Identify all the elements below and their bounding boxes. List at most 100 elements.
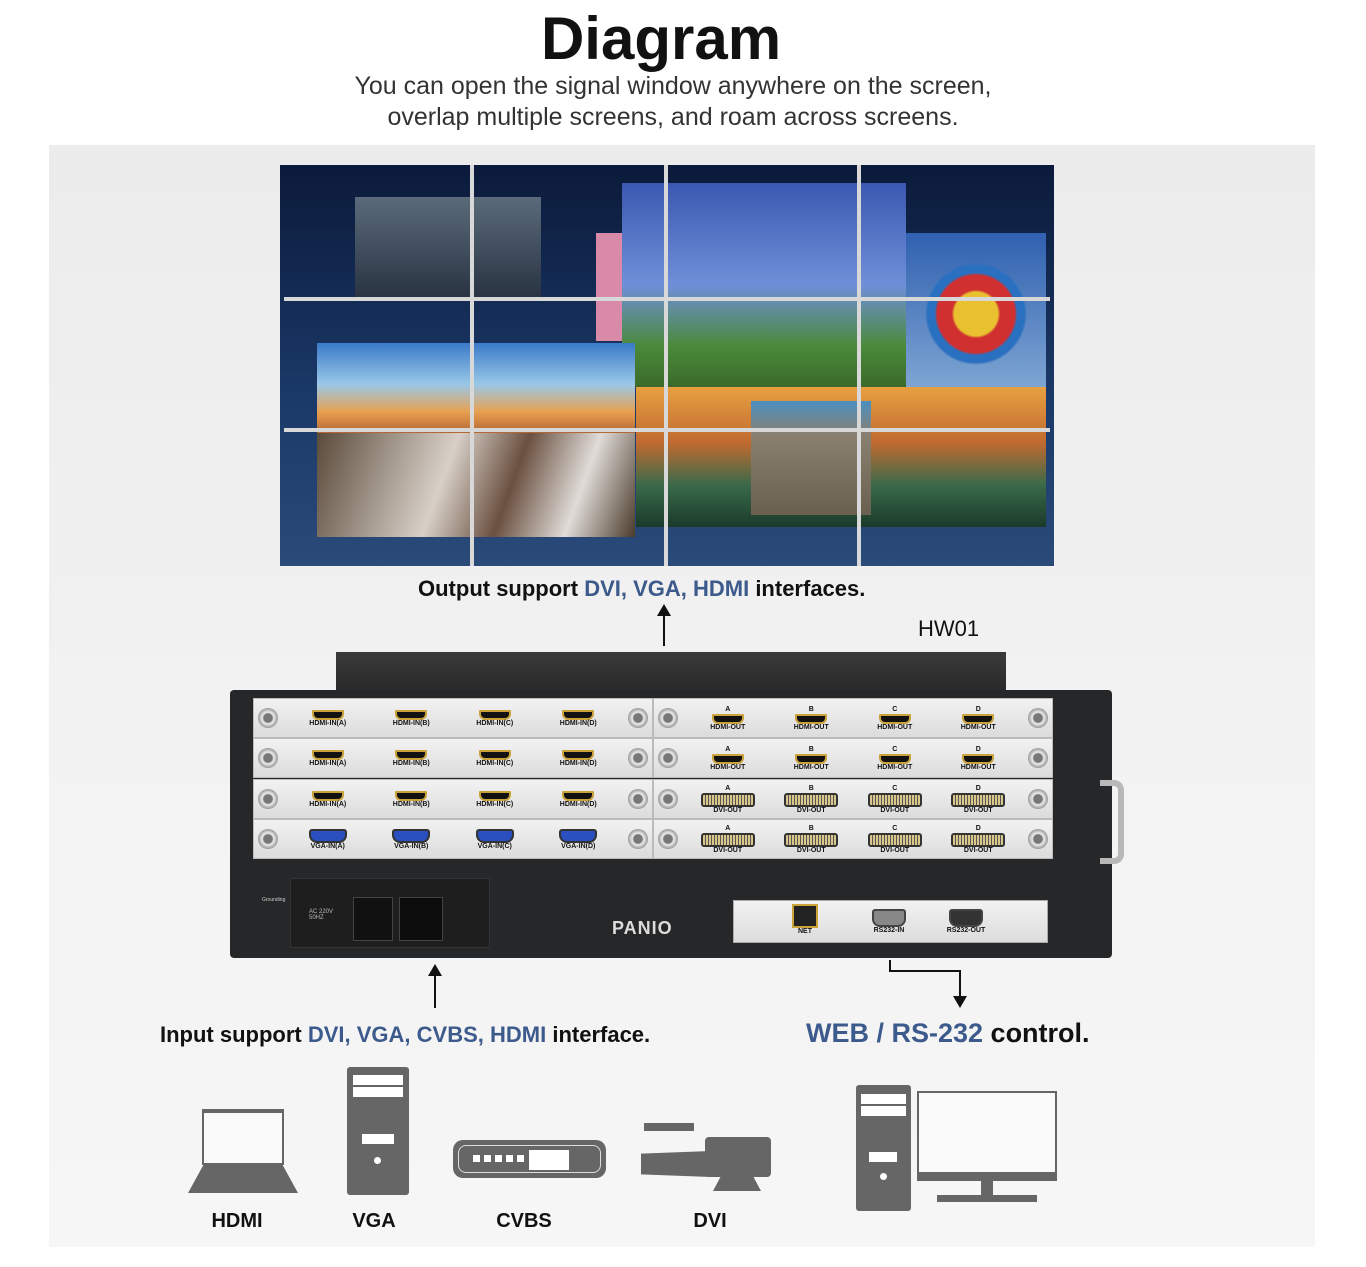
- port-letter: B: [808, 824, 814, 832]
- hdmi-port[interactable]: HDMI-IN(A): [288, 709, 368, 727]
- hdmi-connector-icon: [395, 790, 428, 801]
- thumb-screw-icon[interactable]: [658, 708, 678, 728]
- vga-port[interactable]: VGA-IN(D): [538, 828, 618, 850]
- thumb-screw-icon[interactable]: [628, 829, 648, 849]
- input-card-4: VGA-IN(A)VGA-IN(B)VGA-IN(C) VGA-IN(D): [253, 819, 653, 859]
- hdmi-port[interactable]: A HDMI-OUT: [688, 706, 768, 731]
- power-switch[interactable]: [353, 897, 393, 941]
- brand-logo: PANIO: [612, 918, 673, 938]
- thumb-screw-icon[interactable]: [258, 748, 278, 768]
- port-letter: B: [808, 784, 814, 792]
- port-letter: D: [975, 824, 981, 832]
- output-arrow: [657, 604, 671, 646]
- hdmi-port[interactable]: HDMI-IN(A): [288, 749, 368, 767]
- vga-port[interactable]: VGA-IN(A): [288, 828, 368, 850]
- thumb-screw-icon[interactable]: [1028, 708, 1048, 728]
- hdmi-port[interactable]: HDMI-IN(A): [288, 790, 368, 808]
- vga-port[interactable]: VGA-IN(C): [455, 828, 535, 850]
- thumb-screw-icon[interactable]: [1028, 789, 1048, 809]
- net-port[interactable]: NET: [790, 904, 820, 935]
- port-label: DVI-OUT: [963, 806, 993, 814]
- hdmi-connector-icon: [478, 709, 511, 720]
- monitor-icon: [917, 1091, 1057, 1203]
- hdmi-port[interactable]: HDMI-IN(C): [455, 790, 535, 808]
- thumb-screw-icon[interactable]: [658, 748, 678, 768]
- dvi-connector-icon: [784, 832, 839, 847]
- hdmi-connector-icon: [795, 713, 828, 724]
- thumb-screw-icon[interactable]: [658, 829, 678, 849]
- subtitle-line-1: You can open the signal window anywhere …: [354, 72, 992, 100]
- source-label-dvi: DVI: [693, 1210, 727, 1232]
- thumb-screw-icon[interactable]: [628, 789, 648, 809]
- thumb-screw-icon[interactable]: [1028, 829, 1048, 849]
- output-caption-suffix: interfaces.: [749, 576, 866, 601]
- hdmi-connector-icon: [311, 749, 344, 760]
- port-label: HDMI-OUT: [960, 723, 996, 731]
- port-letter: B: [808, 705, 814, 713]
- vga-port[interactable]: VGA-IN(B): [371, 828, 451, 850]
- thumb-screw-icon[interactable]: [628, 748, 648, 768]
- power-module: AC 220V 50HZ: [290, 878, 490, 948]
- hdmi-connector-icon: [795, 753, 828, 764]
- port-letter: A: [725, 705, 731, 713]
- hdmi-port[interactable]: HDMI-IN(D): [538, 709, 618, 727]
- control-card: NET RS232-IN RS232-OUT: [733, 900, 1048, 943]
- port-label: VGA-IN(D): [561, 842, 596, 850]
- thumb-screw-icon[interactable]: [258, 789, 278, 809]
- port-label: HDMI-OUT: [710, 723, 746, 731]
- hdmi-port[interactable]: HDMI-IN(B): [371, 749, 451, 767]
- thumb-screw-icon[interactable]: [1028, 748, 1048, 768]
- port-letter: D: [975, 745, 981, 753]
- hdmi-port[interactable]: HDMI-IN(B): [371, 790, 451, 808]
- rs232-out-label: RS232-OUT: [946, 927, 986, 934]
- control-caption: WEB / RS-232 control.: [806, 1018, 1090, 1049]
- power-label: AC 220V 50HZ: [309, 909, 334, 921]
- rs232-out-port[interactable]: RS232-OUT: [936, 909, 996, 934]
- hdmi-port[interactable]: HDMI-IN(B): [371, 709, 451, 727]
- rs232-in-port[interactable]: RS232-IN: [859, 909, 919, 934]
- port-letter: A: [725, 745, 731, 753]
- thumb-screw-icon[interactable]: [258, 708, 278, 728]
- port-label: DVI-OUT: [880, 846, 910, 854]
- hdmi-port[interactable]: HDMI-IN(C): [455, 749, 535, 767]
- rs232-in-label: RS232-IN: [873, 927, 905, 934]
- hdmi-port[interactable]: HDMI-IN(D): [538, 790, 618, 808]
- thumb-screw-icon[interactable]: [658, 789, 678, 809]
- port-label: DVI-OUT: [796, 806, 826, 814]
- port-label: HDMI-IN(B): [392, 719, 430, 727]
- chassis-handle[interactable]: [1100, 780, 1124, 864]
- thumb-screw-icon[interactable]: [258, 829, 278, 849]
- port-label: DVI-OUT: [880, 806, 910, 814]
- port-label: HDMI-IN(C): [476, 800, 514, 808]
- hdmi-port[interactable]: HDMI-IN(C): [455, 709, 535, 727]
- port-label: HDMI-OUT: [793, 763, 829, 771]
- dvi-port[interactable]: B DVI-OUT: [771, 785, 851, 814]
- input-arrow: [428, 964, 442, 1008]
- hdmi-port[interactable]: HDMI-IN(D): [538, 749, 618, 767]
- balloon-window: [906, 233, 1046, 413]
- vga-connector-icon: [559, 828, 598, 843]
- thumb-screw-icon[interactable]: [628, 708, 648, 728]
- model-label: HW01: [918, 616, 980, 641]
- hdmi-connector-icon: [478, 790, 511, 801]
- dvi-connector-icon: [700, 832, 755, 847]
- port-label: DVI-OUT: [713, 806, 743, 814]
- port-label: DVI-OUT: [713, 846, 743, 854]
- game-scene-window: [751, 401, 871, 515]
